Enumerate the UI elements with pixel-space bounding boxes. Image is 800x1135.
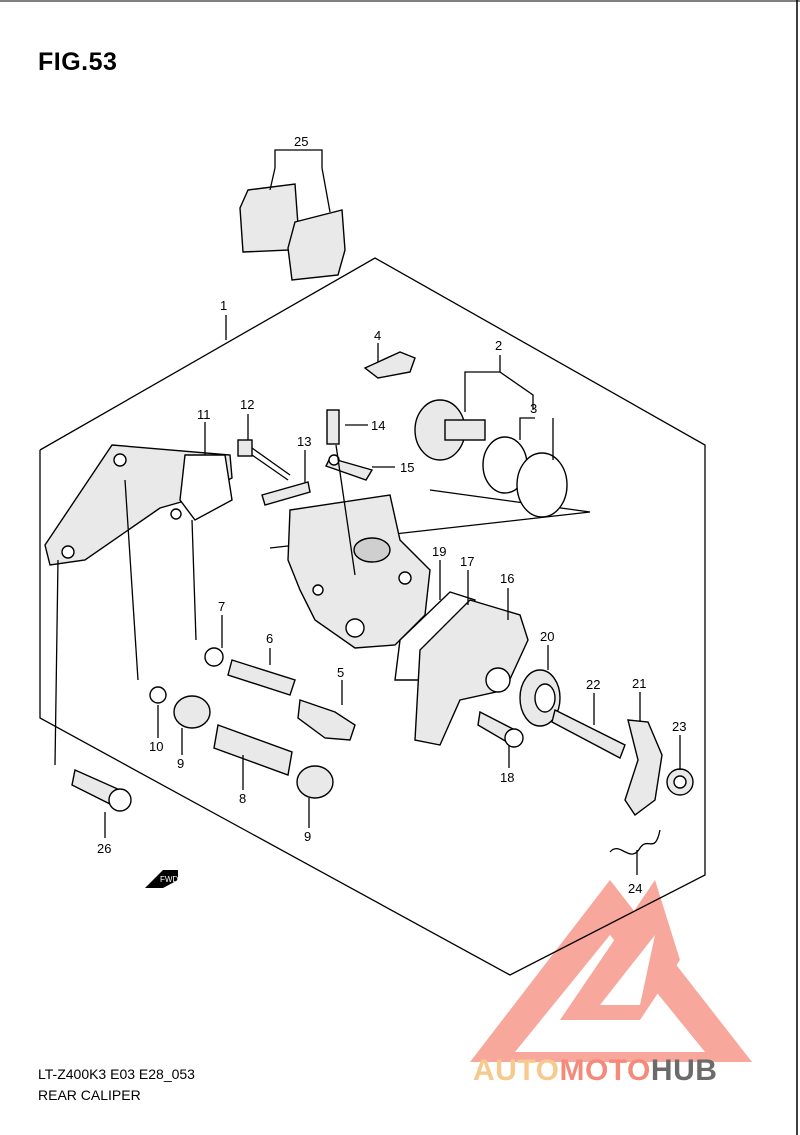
pin-washer bbox=[204, 647, 224, 667]
callout-26: 26 bbox=[97, 841, 111, 856]
callout-4: 4 bbox=[374, 328, 381, 343]
watermark-part2: MOTO bbox=[559, 1054, 651, 1087]
callout-5: 5 bbox=[337, 665, 344, 680]
model-code: LT-Z400K3 E03 E28_053 bbox=[38, 1066, 195, 1082]
sleeve bbox=[213, 724, 293, 776]
callout-18: 18 bbox=[500, 770, 514, 785]
bleeder-valve bbox=[326, 409, 340, 445]
callout-8: 8 bbox=[239, 791, 246, 806]
callout-17: 17 bbox=[460, 554, 474, 569]
slide-pin bbox=[227, 659, 296, 696]
fwd-arrow-icon: FWD bbox=[145, 870, 178, 888]
pad-spring bbox=[363, 351, 416, 379]
washer bbox=[149, 686, 167, 704]
callout-3: 3 bbox=[530, 401, 537, 416]
callout-15: 15 bbox=[400, 460, 414, 475]
callout-24: 24 bbox=[628, 881, 642, 896]
brake-lever-arm bbox=[624, 719, 663, 817]
callout-11: 11 bbox=[197, 407, 211, 422]
bushing-lower bbox=[296, 765, 334, 799]
assembly-outline bbox=[39, 257, 706, 976]
callout-2: 2 bbox=[495, 338, 502, 353]
watermark-logo bbox=[470, 880, 752, 1062]
brake-pads bbox=[239, 183, 346, 281]
watermark-text: AUTOMOTOHUB bbox=[473, 1054, 717, 1088]
callout-6: 6 bbox=[266, 631, 273, 646]
pad-retainer bbox=[261, 481, 311, 506]
pin-boot bbox=[297, 699, 356, 741]
callout-22: 22 bbox=[586, 677, 600, 692]
callout-25: 25 bbox=[294, 134, 308, 149]
leader-lines bbox=[54, 315, 681, 875]
watermark-part1: AUTO bbox=[473, 1054, 560, 1087]
callout-13: 13 bbox=[297, 434, 311, 449]
watermark-part3: HUB bbox=[650, 1054, 718, 1087]
return-spring bbox=[609, 829, 661, 855]
figure-title: FIG.53 bbox=[38, 48, 118, 76]
callout-16: 16 bbox=[500, 571, 514, 586]
callout-20: 20 bbox=[540, 629, 554, 644]
callout-14: 14 bbox=[371, 418, 385, 433]
piston-and-seals bbox=[414, 399, 568, 518]
bushing bbox=[173, 695, 211, 729]
callout-23: 23 bbox=[672, 719, 686, 734]
callout-labels: 1 2 3 4 5 6 7 8 9 9 10 11 12 13 14 15 16… bbox=[97, 134, 686, 896]
caliper-bracket bbox=[44, 444, 233, 566]
caliper-body bbox=[287, 494, 431, 649]
figure-name: REAR CALIPER bbox=[38, 1087, 141, 1103]
callout-7: 7 bbox=[218, 599, 225, 614]
callout-19: 19 bbox=[432, 544, 446, 559]
adjuster-screw bbox=[551, 708, 626, 759]
callout-1: 1 bbox=[220, 298, 227, 313]
slide-bolt bbox=[237, 439, 291, 481]
fwd-label: FWD bbox=[160, 875, 178, 884]
callout-9-upper: 9 bbox=[177, 756, 184, 771]
callout-21: 21 bbox=[632, 676, 646, 691]
callout-9-lower: 9 bbox=[304, 829, 311, 844]
callout-12: 12 bbox=[240, 397, 254, 412]
callout-10: 10 bbox=[149, 739, 163, 754]
